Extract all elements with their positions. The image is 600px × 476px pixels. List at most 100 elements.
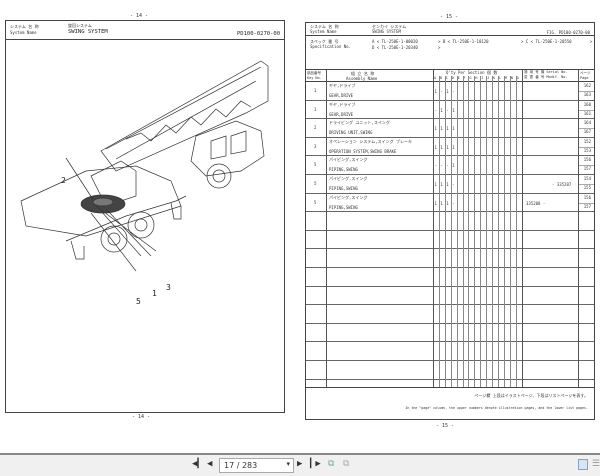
illustration-page: 164 [583,120,591,126]
part-name: PIPING,SWING [329,204,358,210]
section-header: M [504,76,507,80]
page-cell-divider [578,128,594,130]
section-header: E [457,76,460,80]
quantity: - [440,163,443,169]
part-name-jp: ギヤ,ドライブ [329,101,356,107]
note-jp: ページ欄 上段はイラストページ、下段はリストページを表す。 [474,393,588,398]
section-divider [444,76,446,387]
key-number: 1 [314,88,317,93]
page-note: ページ欄 上段はイラストページ、下段はリストページを表す。 In the "pa… [306,387,594,410]
system-name: SWING SYSTEM [68,29,108,35]
quantity: 1 [434,200,437,206]
list-page: 153 [583,147,591,153]
section-divider [515,76,517,387]
header-serial: 適 用 号 機 Serial No. [524,70,568,74]
drawing-code: PD100-0270-00 [236,31,280,37]
single-page-view-icon[interactable] [578,459,588,470]
parts-table: 部品番号 Key No. 組 立 名 称 Assembly Name Q'ty … [306,69,594,387]
page-cell-divider [578,184,594,185]
section-divider [480,76,482,387]
quantity: 1 [446,182,449,187]
table-row [306,324,594,343]
quantity: - [446,163,449,169]
system-row: システム 名 称 System Name センカイ システム SWING SYS… [306,23,594,36]
section-header: C [445,76,448,80]
note-en: In the "page" column, the upper numbers … [405,406,588,410]
section-header: D [451,76,454,80]
quantity: 1 [440,200,443,206]
callout-2: 2 [61,176,66,185]
illustration-page: 156 [583,157,591,163]
header-key-no: 部品番号 Key No. [307,71,322,80]
table-row [306,287,594,306]
fit-page-icon[interactable]: ⧉ [328,459,335,469]
section-header: I [481,76,484,80]
quantity: 1 [452,107,455,113]
quantity: 1 [452,163,455,169]
section-divider [486,76,488,387]
table-row [306,268,594,287]
page-cell-divider [578,202,594,204]
figure-code: FIG. PD100-0270-00 [546,30,590,35]
quantity: - [452,200,455,206]
key-number: 5 [314,162,317,168]
table-row [306,305,594,324]
prev-page-icon[interactable]: ◀ [207,459,213,469]
page-number-field[interactable]: 17 / 283▾ [219,458,294,473]
part-name: DRIVING UNIT,SWING [329,130,373,136]
section-divider [450,76,452,387]
quantity: 1 [440,107,443,113]
quantity: 1 [446,200,449,206]
spec-d: D < TL-250E-1-20340 [372,45,418,50]
part-name-jp: パイピング,スイング [329,194,368,200]
quantity: 1 [440,182,443,187]
first-page-icon[interactable]: ◀▎ [192,459,203,469]
right-page: システム 名 称 System Name センカイ システム SWING SYS… [305,22,595,420]
spec-label-jp: スペック 番 号 [310,39,339,44]
continuous-view-icon[interactable]: ☰ [592,459,600,469]
callout-3: 3 [166,283,171,292]
quantity: - [446,107,449,113]
fit-width-icon[interactable]: ⧉ [343,459,350,469]
table-row [306,361,594,380]
header-assembly-jp: 組 立 名 称 [351,71,375,76]
system-label-en: System Name [310,29,337,34]
pdf-navigation-toolbar: ◀▎ ◀ 17 / 283▾ ▶ ▎▶ ⧉ ⧉ ☰ [0,453,600,476]
last-page-icon[interactable]: ▎▶ [310,459,321,469]
quantity: - [452,89,455,94]
callout-1: 1 [152,289,157,298]
quantity: 1 [434,182,437,187]
part-name-jp: オペレーション システム,スイング ブレーキ [329,138,413,144]
page-cell-divider [578,109,594,111]
quantity: 1 [446,89,449,94]
dropdown-arrow-icon[interactable]: ▾ [286,460,290,468]
quantity: 1 [446,126,449,132]
quantity: 1 [440,144,443,150]
quantity: - [434,107,437,113]
header-modif: 変 更 番 号 Modif. No. [524,75,568,79]
list-page: 167 [583,129,591,135]
table-row [306,212,594,231]
section-divider [497,76,499,387]
left-page: システム 名 称 System Name 旋回システム SWING SYSTEM… [5,20,285,413]
spec-b: > B < TL-250E-1-10120 [438,39,489,44]
section-header: J [487,76,490,80]
quantity: 1 [434,89,437,94]
quantity: - [434,163,437,169]
section-divider [492,76,493,387]
part-name: OPERATION SYSTEM,SWING BRAKE [329,148,397,154]
quantity: - [440,89,443,94]
section-header: G [469,76,472,80]
illustration-page: 154 [583,176,591,181]
quantity: 1 [452,144,455,150]
header-page: ページ Page [580,71,591,80]
section-divider [509,76,511,387]
part-name-jp: パイピング,スイング [329,176,368,181]
system-name-jp: センカイ システム [372,24,407,29]
spec-a: A < TL-250E-1-00020 [372,39,418,44]
part-name: PIPING,SWING [329,167,358,173]
next-page-icon[interactable]: ▶ [297,459,303,469]
